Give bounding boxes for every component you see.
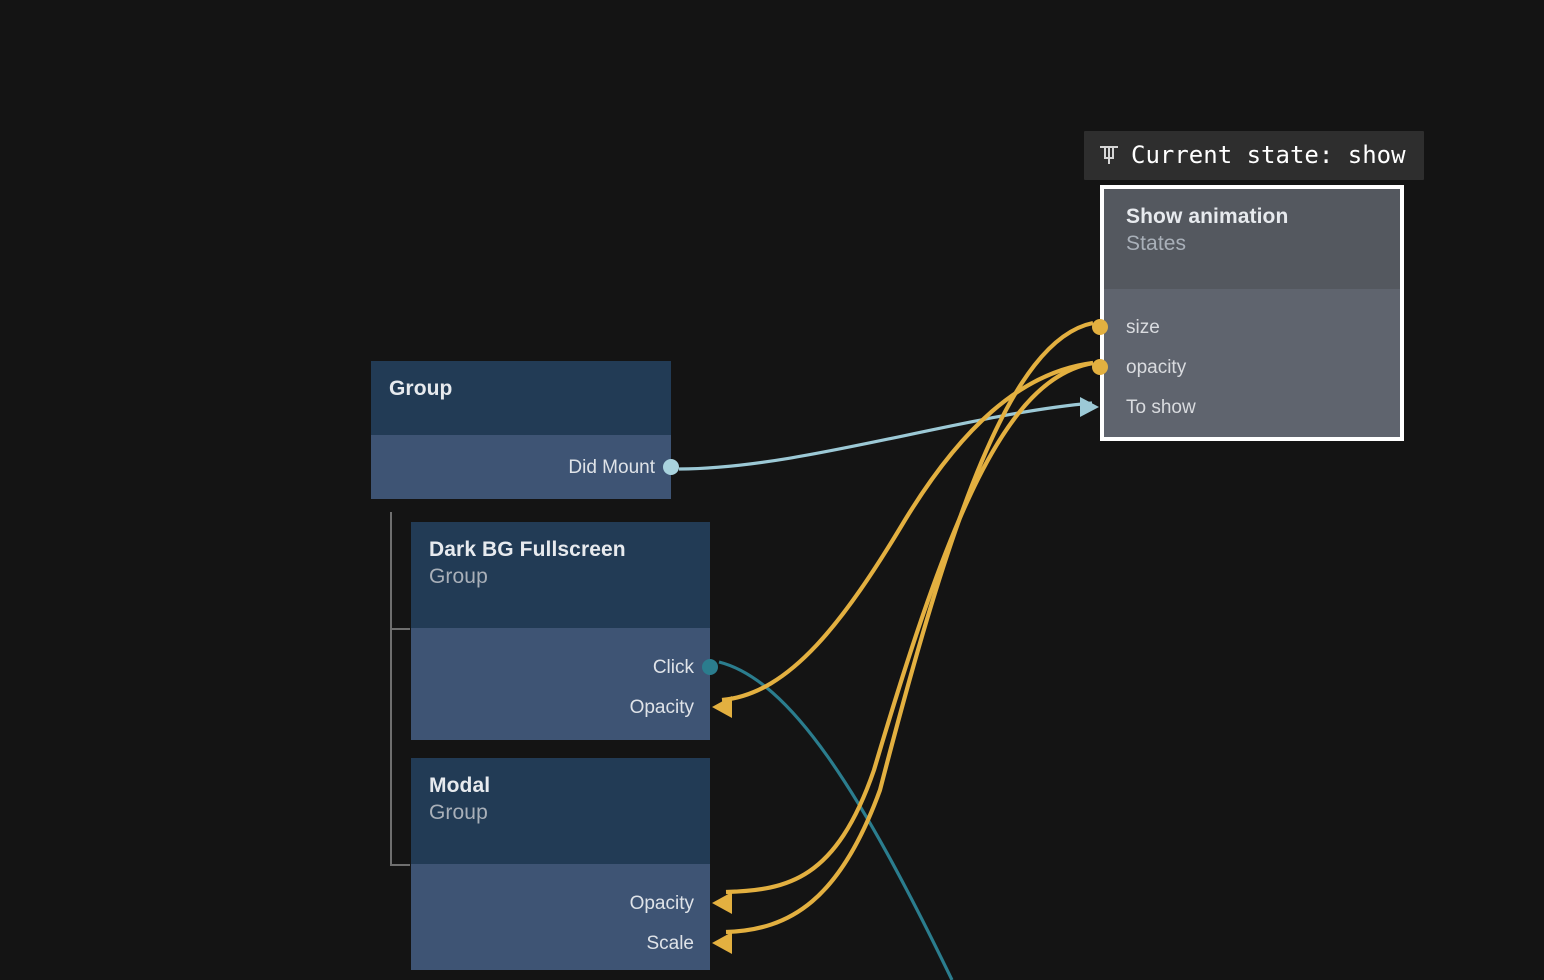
node-show-animation-title: Show animation [1126,205,1289,228]
node-group-body: Did Mount [371,435,679,499]
edge-opacity-to-darkbg-opacity [721,360,1094,703]
port-dot-click[interactable] [702,659,718,675]
port-dot-size[interactable] [1092,319,1108,335]
port-label-size: size [1126,316,1160,338]
node-modal-title: Modal [429,774,491,797]
port-row-to-show[interactable]: To show [1080,387,1400,427]
edge-did-mount-to-show [678,401,1093,471]
node-modal[interactable]: Modal Group Opacity Scale [411,758,732,970]
pin-icon [1100,143,1118,167]
node-group-header[interactable]: Group [371,361,671,435]
port-dot-did-mount[interactable] [663,459,679,475]
port-row-opacity[interactable]: opacity [1092,347,1400,387]
tree-connector-stub-modal [390,864,410,866]
port-label-opacity: opacity [1126,356,1187,378]
node-dark-bg-fullscreen[interactable]: Dark BG Fullscreen Group Click Opacity [411,522,732,740]
port-dot-opacity[interactable] [1092,359,1108,375]
node-dark-bg-fullscreen-title: Dark BG Fullscreen [429,538,626,561]
port-label-darkbg-opacity: Opacity [629,696,694,718]
port-arrow-modal-scale[interactable] [712,932,732,954]
node-group-title: Group [389,377,453,400]
port-arrow-darkbg-opacity[interactable] [712,696,732,718]
node-modal-subtitle: Group [429,801,488,824]
port-label-to-show: To show [1126,396,1196,418]
tree-connector-stub-darkbg [390,628,410,630]
port-row-did-mount[interactable]: Did Mount [371,447,679,487]
node-show-animation-subtitle: States [1126,232,1187,255]
port-label-did-mount: Did Mount [568,456,655,478]
port-row-darkbg-opacity[interactable]: Opacity [411,687,732,727]
node-modal-header[interactable]: Modal Group [411,758,710,864]
edge-size-to-modal-scale [725,320,1094,935]
port-row-click[interactable]: Click [411,647,718,687]
node-group[interactable]: Group Did Mount [371,361,679,499]
port-label-modal-scale: Scale [646,932,694,954]
port-label-modal-opacity: Opacity [629,892,694,914]
node-modal-body: Opacity Scale [411,864,732,970]
node-show-animation[interactable]: Show animation States size opacity To sh… [1080,185,1404,441]
port-row-modal-opacity[interactable]: Opacity [411,883,732,923]
node-show-animation-body: size opacity To show [1080,289,1400,437]
node-dark-bg-fullscreen-body: Click Opacity [411,628,732,740]
port-label-click: Click [652,656,694,678]
node-show-animation-header[interactable]: Show animation States [1104,189,1400,289]
edge-opacity-to-modal-opacity [725,360,1094,895]
port-row-size[interactable]: size [1092,307,1400,347]
port-arrow-to-show[interactable] [1080,397,1099,417]
current-state-text: Current state: show [1131,141,1406,169]
port-arrow-modal-opacity[interactable] [712,892,732,914]
port-row-modal-scale[interactable]: Scale [411,923,732,963]
node-dark-bg-fullscreen-header[interactable]: Dark BG Fullscreen Group [411,522,710,628]
current-state-tooltip: Current state: show [1084,131,1424,180]
node-dark-bg-fullscreen-subtitle: Group [429,565,488,588]
edge-click-offscreen [718,660,954,980]
tree-connector-vertical [390,512,392,866]
